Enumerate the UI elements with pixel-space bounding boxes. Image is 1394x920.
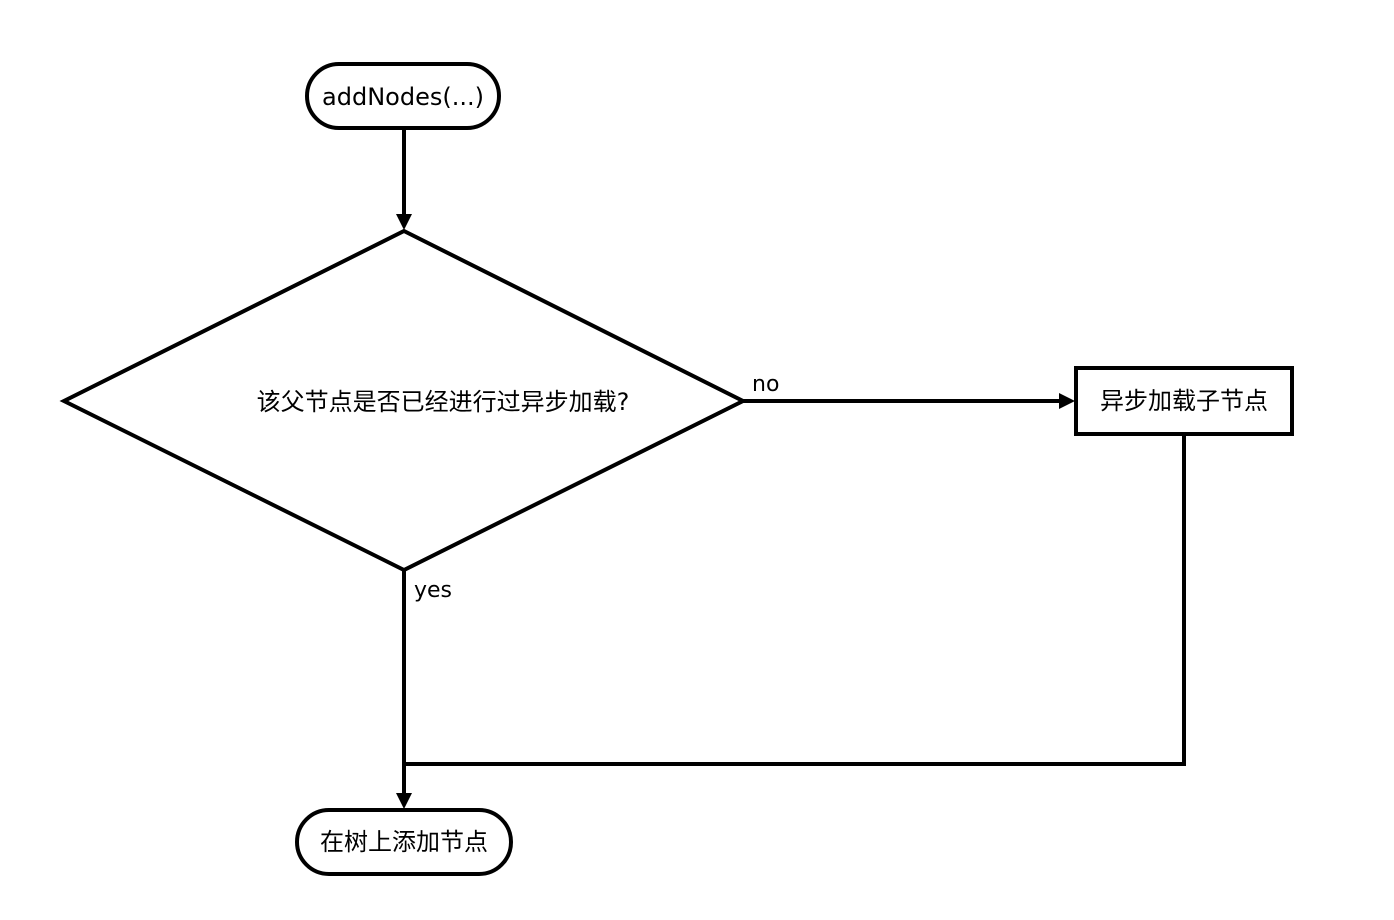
add-to-tree-node-label: 在树上添加节点 [320,828,488,856]
flowchart-edges [396,128,1186,809]
arrowhead-start-to-decision [396,214,412,230]
async-load-process-shape [1074,366,1294,436]
start-node: addNodes(...) [305,62,501,130]
edge-async-load-to-add-to-tree [404,434,1186,766]
arrowhead-decision-to-async-load [1059,393,1075,409]
edge-label-no: no [752,372,779,397]
async-load-node-label: 异步加载子节点 [1100,387,1268,415]
add-to-tree-node: 在树上添加节点 [295,808,513,876]
start-node-label: addNodes(...) [322,83,484,111]
decision-diamond-shape [59,228,748,573]
edge-label-yes: yes [414,578,452,603]
async-load-node: 异步加载子节点 [1074,366,1294,436]
decision-node: 该父节点是否已经进行过异步加载? [59,228,748,573]
arrowhead-to-add-to-tree [396,793,412,809]
add-to-tree-terminator-shape [295,808,513,876]
start-terminator-shape [305,62,501,130]
decision-node-label: 该父节点是否已经进行过异步加载? [257,388,630,416]
